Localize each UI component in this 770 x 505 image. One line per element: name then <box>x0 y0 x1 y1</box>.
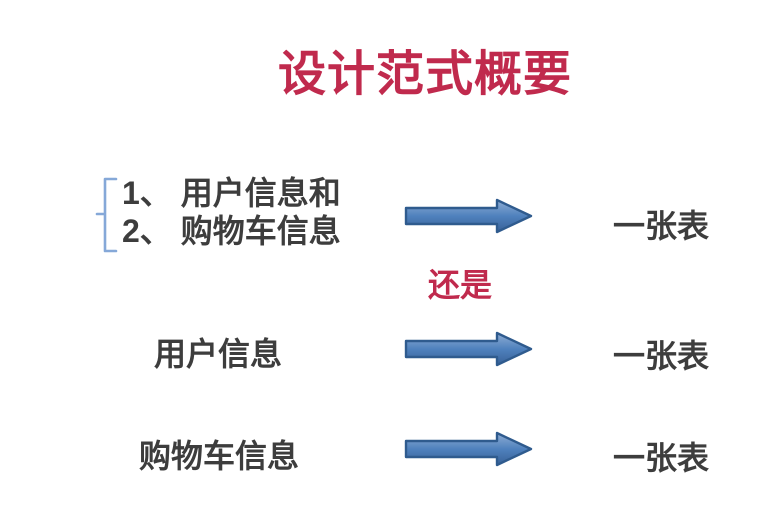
right-arrow-icon <box>404 331 533 367</box>
left-brace-icon <box>95 177 118 253</box>
row-label: 购物车信息 <box>139 438 300 474</box>
row-label: 用户信息 <box>154 336 283 372</box>
or-label: 还是 <box>428 267 493 303</box>
right-arrow-icon <box>404 198 533 234</box>
result-label: 一张表 <box>613 440 710 476</box>
right-arrow-icon <box>404 431 533 467</box>
result-label: 一张表 <box>613 338 710 374</box>
page-title: 设计范式概要 <box>277 48 573 101</box>
list-item: 1、 用户信息和 <box>122 175 341 211</box>
result-label: 一张表 <box>613 208 710 244</box>
option-list: 1、 用户信息和 2、 购物车信息 <box>122 174 341 250</box>
list-item: 2、 购物车信息 <box>122 213 341 249</box>
